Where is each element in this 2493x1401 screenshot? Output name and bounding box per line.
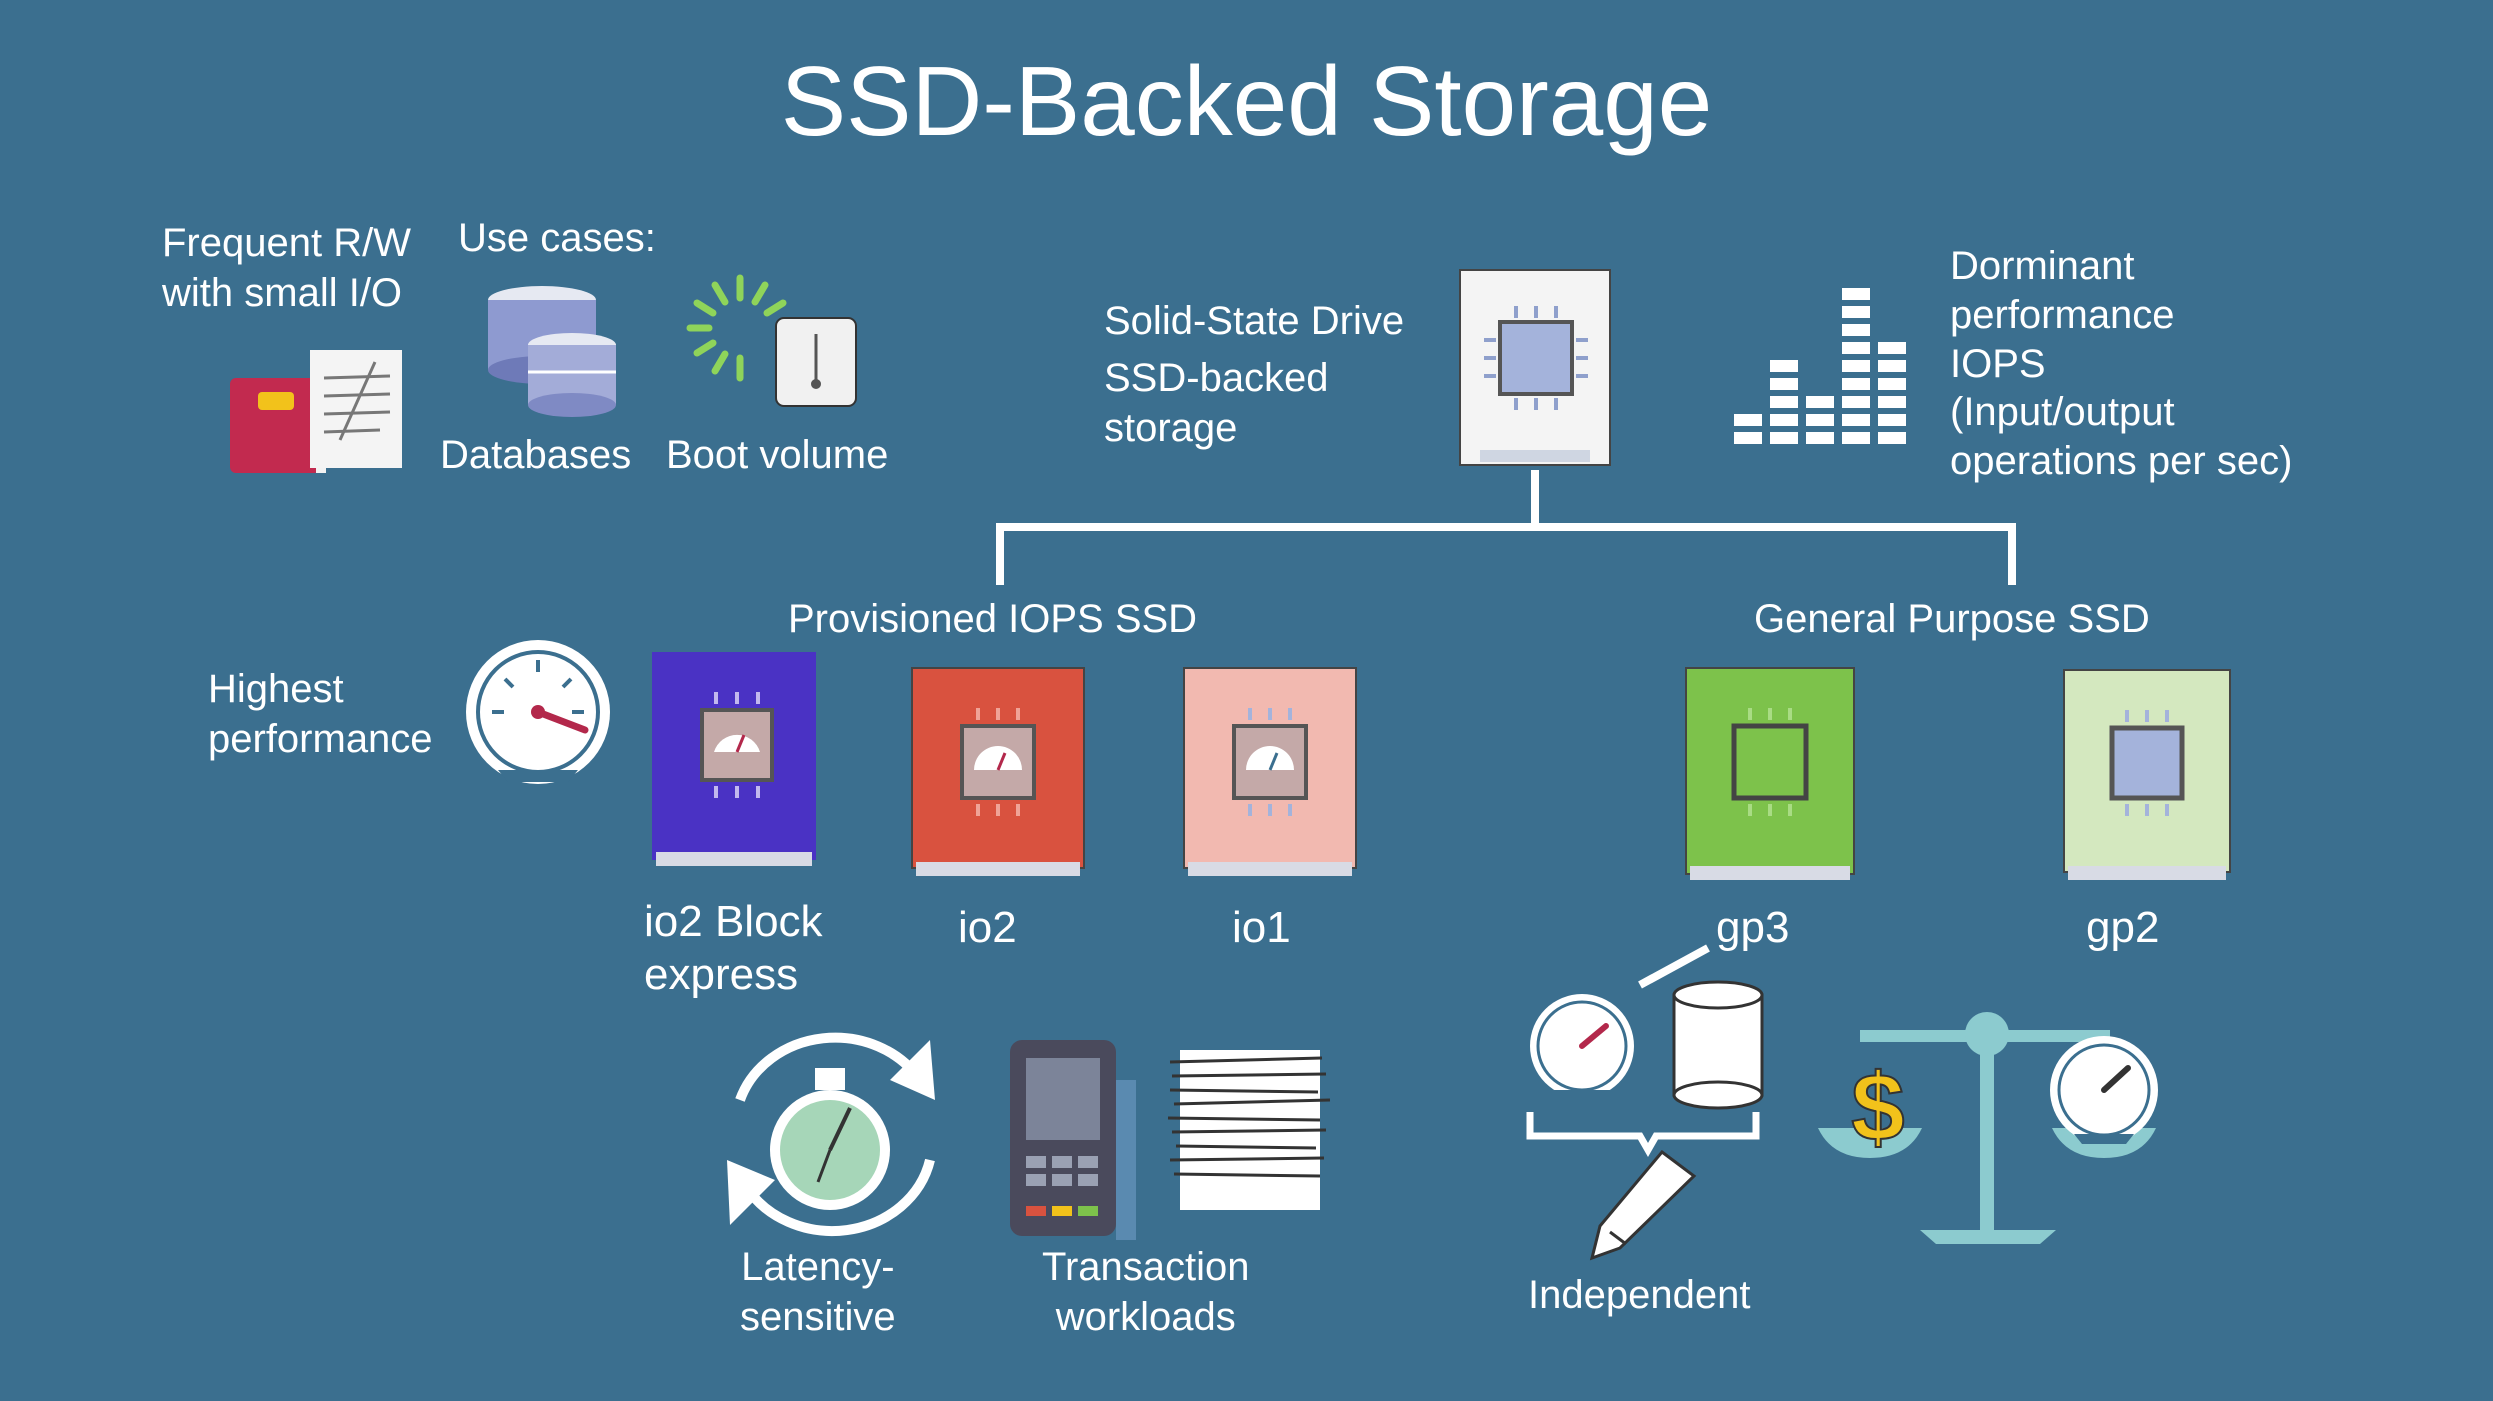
stopwatch-icon [727, 1032, 935, 1237]
volume-label-io2-block-express: io2 Block express [644, 897, 823, 999]
volume-label-gp3: gp3 [1716, 903, 1790, 952]
provisioned-iops-label: Provisioned IOPS SSD [788, 597, 1198, 641]
transaction-workloads-label: Transaction workloads [1042, 1245, 1250, 1339]
database-icon [488, 286, 616, 417]
volume-label-io1: io1 [1232, 903, 1291, 952]
speedometer-icon [466, 640, 610, 784]
balance-gauge-icon [2050, 1036, 2158, 1144]
volume-chip-gp3 [1685, 667, 1855, 880]
spinner-icon [686, 274, 787, 382]
general-purpose-label: General Purpose SSD [1754, 597, 2150, 641]
iops-label: Dorminant performance IOPS (Input/output… [1950, 244, 2293, 484]
gauge-icon [1530, 944, 1710, 1100]
pencil-icon [1589, 1149, 1697, 1261]
latency-sensitive-label: Latency- sensitive [740, 1245, 896, 1339]
page-title: SSD-Backed Storage [780, 46, 1713, 156]
ssd-backed-label: SSD-backed storage [1104, 356, 1329, 450]
brace-connector [1526, 1112, 1760, 1158]
paper-stack-icon [1167, 1050, 1331, 1210]
volume-chip-io2 [911, 667, 1085, 876]
ssd-label: Solid-State Drive [1104, 299, 1405, 343]
databases-label: Databases [440, 433, 632, 477]
use-cases-label: Use cases: [458, 216, 656, 260]
boot-volume-label: Boot volume [666, 433, 889, 477]
volume-chip-io1 [1183, 667, 1357, 876]
highest-performance-label: Highest performance [208, 667, 433, 761]
independent-label: Independent [1528, 1273, 1751, 1317]
usb-drive-icon [775, 317, 857, 407]
card-terminal-icon [1010, 1040, 1136, 1240]
ssd-chip-icon [1459, 269, 1611, 466]
volume-chip-io2-block-express [652, 652, 816, 866]
frequent-rw-label: Frequent R/W with small I/O [162, 221, 411, 315]
svg-text:$: $ [1851, 1054, 1904, 1161]
volume-chip-gp2 [2063, 669, 2231, 880]
tree-connector [996, 470, 2016, 585]
document-icon [310, 350, 402, 468]
dollar-icon: $ [1850, 1053, 1905, 1162]
volume-label-gp2: gp2 [2086, 903, 2160, 952]
storage-cylinder-icon [1672, 980, 1764, 1110]
equalizer-icon [1734, 288, 1906, 444]
volume-label-io2: io2 [958, 903, 1017, 952]
